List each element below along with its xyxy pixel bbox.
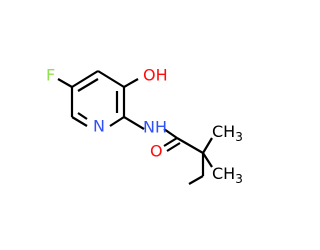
bond-c6-nh (123, 116, 145, 130)
bond-cq-me-top (202, 137, 213, 154)
bond-n1-c2 (71, 116, 88, 127)
methyl-top-label: CH3 (212, 122, 243, 144)
amide-nh-label: NH (143, 118, 167, 137)
methyl-top-subscript: 3 (235, 130, 243, 144)
chemical-structure: F OH N NH O CH3 CH3 (46, 66, 243, 186)
bond-c5-o (123, 78, 139, 88)
bond-c4-c5 (97, 70, 125, 88)
bond-co-cq (176, 137, 204, 154)
bond-cq-me-bottom (202, 152, 213, 168)
carbonyl-oxygen-label: O (150, 142, 163, 161)
hydroxyl-label: OH (143, 66, 168, 85)
bond-c3-c4-inner (77, 78, 99, 92)
bond-co-o-double (166, 142, 181, 152)
ring-nitrogen-label: N (93, 117, 105, 136)
bond-me-down-tail (188, 175, 204, 185)
bond-n1-c2-inner (77, 112, 88, 120)
bond-co-o (163, 137, 178, 147)
methyl-bottom-text: CH (212, 164, 235, 183)
fluorine-label: F (46, 66, 55, 85)
bond-c3-c4 (71, 70, 99, 88)
methyl-top-text: CH (212, 122, 235, 141)
bond-c3-f (57, 78, 73, 88)
bond-nh-co (163, 128, 178, 139)
methyl-bottom-subscript: 3 (235, 172, 243, 186)
bond-c6-n1 (109, 116, 125, 127)
methyl-bottom-label: CH3 (212, 164, 243, 186)
